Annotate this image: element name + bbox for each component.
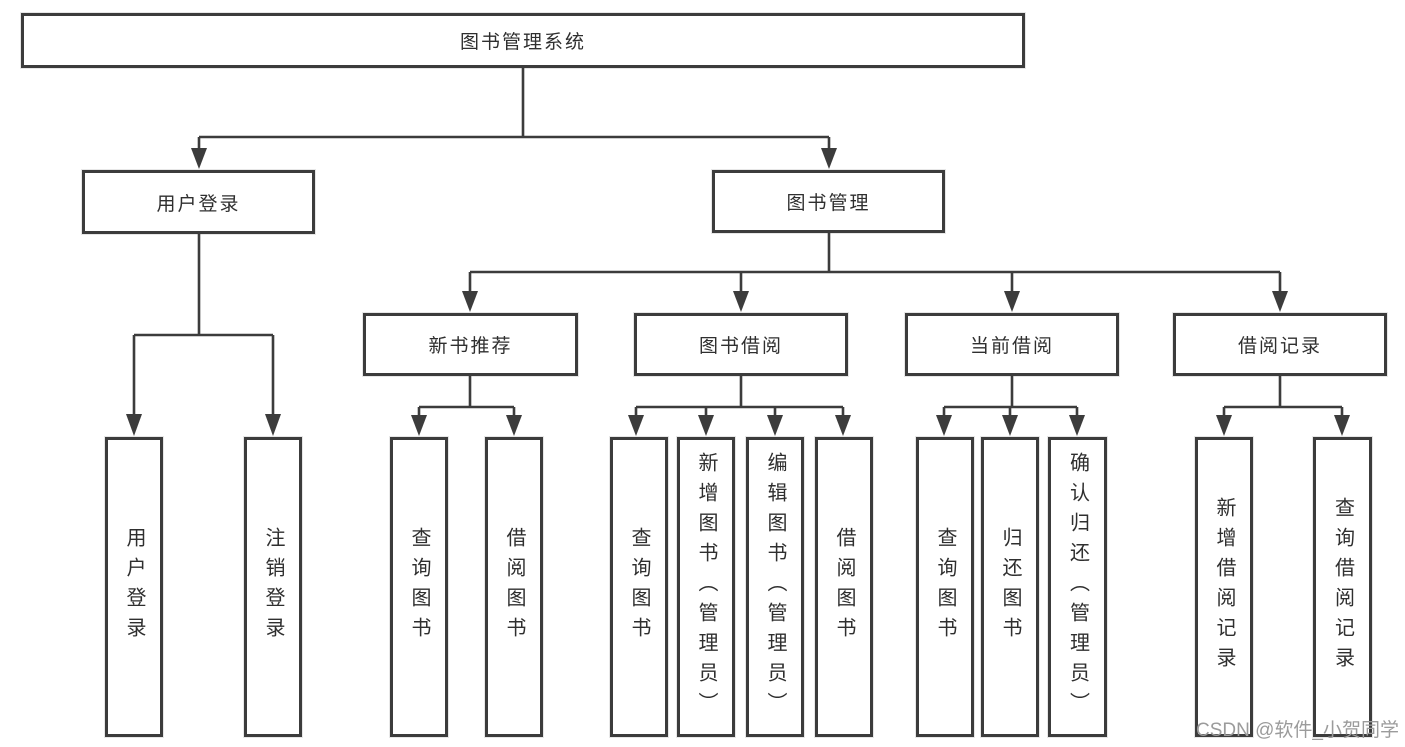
leaf-query-borrow-record: 查询借阅记录 [1313, 437, 1372, 737]
node-label: 图书借阅 [698, 336, 783, 357]
node-label: 图书管理 [786, 193, 871, 214]
arrowhead-icons [126, 148, 1350, 436]
leaf-label: 查询借阅记录 [1331, 497, 1354, 677]
leaf-label: 新增图书（管理员） [695, 452, 717, 722]
leaf-label: 确认归还（管理员） [1066, 452, 1089, 722]
node-label: 借阅记录 [1237, 336, 1322, 357]
leaf-label: 归还图书 [999, 527, 1021, 647]
node-book-borrow: 图书借阅 [634, 313, 848, 376]
leaf-query-books-recommend: 查询图书 [390, 437, 448, 737]
leaf-label: 查询图书 [408, 527, 430, 647]
node-label: 用户登录 [156, 193, 241, 215]
leaf-add-books-admin: 新增图书（管理员） [677, 437, 735, 737]
leaf-logout: 注销登录 [244, 437, 302, 737]
leaf-borrow-books-recommend: 借阅图书 [485, 437, 543, 737]
leaf-label: 编辑图书（管理员） [764, 452, 786, 722]
leaf-return-books: 归还图书 [981, 437, 1039, 737]
node-user-login: 用户登录 [82, 170, 315, 234]
node-label: 当前借阅 [969, 336, 1054, 357]
leaf-edit-books-admin: 编辑图书（管理员） [746, 437, 804, 737]
node-label: 图书管理系统 [459, 32, 586, 53]
leaf-label: 新增借阅记录 [1213, 497, 1235, 677]
csdn-watermark: CSDN @软件_小贺同学 [1196, 720, 1399, 741]
leaf-query-books-current: 查询图书 [916, 437, 974, 737]
node-label: 新书推荐 [428, 336, 513, 357]
node-root-system: 图书管理系统 [21, 13, 1025, 68]
node-new-book-recommend: 新书推荐 [363, 313, 578, 376]
leaf-label: 查询图书 [934, 527, 956, 647]
leaf-user-login: 用户登录 [105, 437, 163, 737]
leaf-label: 借阅图书 [833, 527, 855, 647]
leaf-label: 查询图书 [628, 527, 650, 647]
leaf-label: 借阅图书 [503, 527, 525, 647]
node-current-borrow: 当前借阅 [905, 313, 1119, 376]
leaf-confirm-return-admin: 确认归还（管理员） [1048, 437, 1107, 737]
leaf-label: 注销登录 [262, 527, 284, 647]
leaf-borrow-books: 借阅图书 [815, 437, 873, 737]
leaf-label: 用户登录 [123, 527, 145, 647]
node-book-management: 图书管理 [712, 170, 945, 233]
node-borrow-records: 借阅记录 [1173, 313, 1387, 376]
leaf-add-borrow-record: 新增借阅记录 [1195, 437, 1253, 737]
leaf-query-books-borrow: 查询图书 [610, 437, 668, 737]
